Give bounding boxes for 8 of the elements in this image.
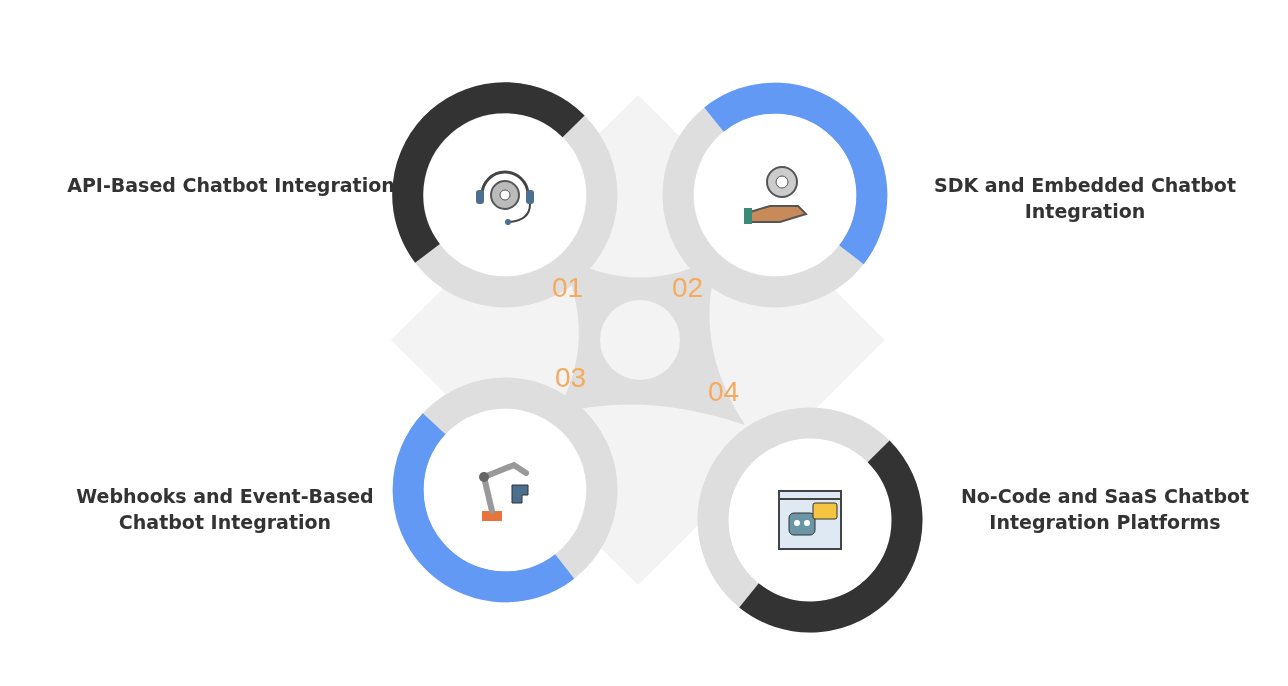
step-title: No-Code and SaaS Chatbot Integration Platforms — [959, 484, 1251, 535]
step-title: API-Based Chatbot Integration — [66, 173, 396, 198]
step-number: 03 — [555, 362, 587, 394]
step-number: 02 — [672, 272, 704, 304]
step-title: Webhooks and Event-Based Chatbot Integration — [75, 484, 375, 535]
step-number: 04 — [708, 376, 740, 408]
step-title: SDK and Embedded Chatbot Integration — [932, 173, 1237, 224]
step-number: 01 — [552, 272, 584, 304]
